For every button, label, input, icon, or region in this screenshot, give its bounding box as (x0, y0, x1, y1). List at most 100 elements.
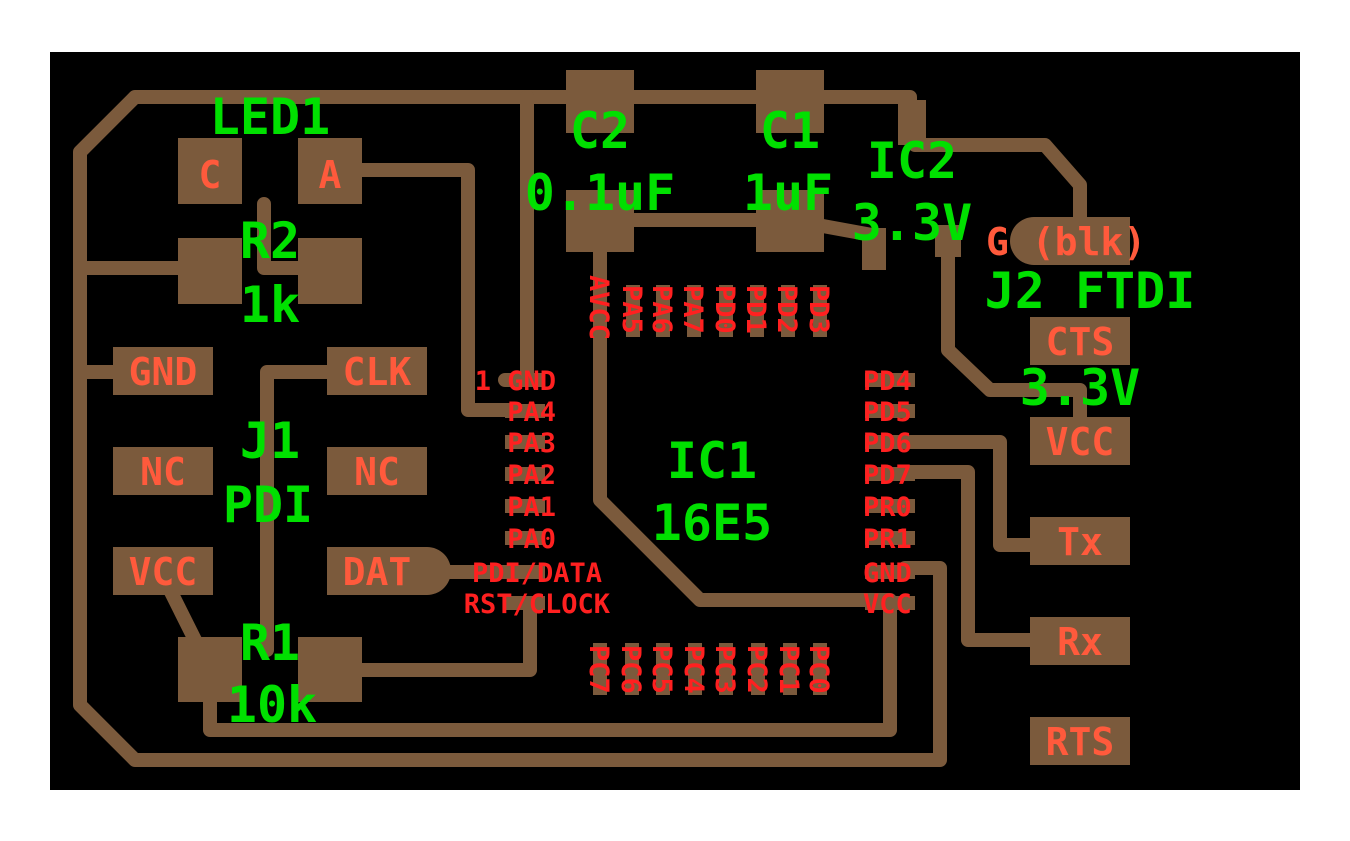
j2-pad (1030, 417, 1130, 465)
ic1-pin-pad (865, 435, 915, 449)
j1-pad-label: NC (354, 450, 400, 494)
j2-pad-label: Rx (1057, 620, 1103, 664)
j1-ref: J1 (240, 412, 300, 470)
ic1-pin-pad (505, 565, 545, 579)
ic1-pin-label-top: PD2 (771, 285, 802, 334)
ic1-pin-label-bottom: PC6 (615, 645, 646, 694)
trace-led-pa4 (323, 163, 517, 417)
r1-pad-1 (178, 637, 242, 702)
led1-pad-a (298, 138, 362, 204)
c2-pad-1 (566, 70, 634, 133)
ic1-pin-pad (751, 643, 765, 695)
ic1-pin-pad (505, 467, 545, 481)
ic1-pin-label-bottom: PC2 (741, 645, 772, 694)
ic1-pin-label-left: PA1 (507, 492, 556, 523)
ic1-pin-pad (656, 285, 670, 337)
j1-pad (327, 447, 427, 495)
ic1-pin-label-right: PD4 (863, 366, 912, 397)
trace-clk (260, 365, 347, 657)
r2-ref: R2 (240, 212, 300, 270)
ic1-pin-pad (505, 596, 545, 610)
ic2-pad-out (935, 225, 961, 257)
pads (113, 70, 1130, 765)
ic2-value: 3.3V (852, 194, 972, 252)
j1-pad (113, 347, 213, 395)
ic1-pin-label-right: PD5 (863, 397, 912, 428)
ic1-pin-pad (750, 285, 764, 337)
ic1-pin-label-top: PA7 (677, 285, 708, 334)
j2-pad-label: VCC (1046, 420, 1115, 464)
ic1-pin-label-top: PD3 (803, 285, 834, 334)
ic1-pin-pad (865, 467, 915, 481)
ic1-value: 16E5 (652, 494, 772, 552)
ic1-pin-label-top: AVCC (583, 275, 614, 340)
j2-pad-label: G (blk) (986, 220, 1146, 264)
r1-pad-2 (298, 637, 362, 702)
j1-pad-label: DAT (343, 550, 412, 594)
ic1-pin-pad (813, 285, 827, 337)
r2-pad-2 (298, 238, 362, 304)
trace-tx (903, 435, 1047, 552)
j1-pad-label: CLK (343, 350, 412, 394)
ic1-pin-label-left: 1 GND (475, 366, 556, 397)
trace-vcc-reg (941, 243, 1087, 427)
c2-pad-2 (566, 190, 634, 252)
ic1-pin-label-right: PR1 (863, 524, 912, 555)
j1-pad (113, 547, 213, 595)
ic1-pin-label-left: PDI/DATA (472, 558, 602, 589)
c1-pad-2 (756, 190, 824, 252)
ic1-pin-pad (865, 373, 915, 387)
ic1-pin-label-bottom: PC1 (773, 645, 804, 694)
ic1-pin-label-right: PR0 (863, 492, 912, 523)
ic1-pin-label-right: PD7 (863, 460, 912, 491)
ic1-pin-label-top: PD1 (740, 285, 771, 334)
j2-ref: J2 FTDI (985, 262, 1196, 320)
ic1-pin-label-bottom: PC4 (678, 645, 709, 694)
ic1-pin-pad (688, 643, 702, 695)
ic1-pin-pad (505, 435, 545, 449)
j2-pad (1030, 717, 1130, 765)
ic1-pin-label-right: GND (863, 558, 912, 589)
ic1-pin-label-left: RST/CLOCK (464, 589, 611, 620)
led1-cathode-label: C (199, 153, 222, 197)
ic1-pin-label-top: PA6 (646, 285, 677, 334)
ic1-pin-pad (625, 643, 639, 695)
j1-pad-label: GND (129, 350, 198, 394)
led1-pad-c (178, 138, 242, 204)
ic1-pin-pad (719, 643, 733, 695)
ic2-ref: IC2 (867, 132, 957, 190)
ic1-pin-label-left: PA0 (507, 524, 556, 555)
j1-pad-label: VCC (129, 550, 198, 594)
ic1-pin-pad (626, 285, 640, 337)
ic1-pin-label-bottom: PC3 (709, 645, 740, 694)
ic1-pin-label-top: PD0 (709, 285, 740, 334)
silkscreen: C2 0.1uF C1 1uF IC2 3.3V C A LED1 R2 1k … (199, 88, 1196, 734)
ic1-pin-label-left: PA2 (507, 460, 556, 491)
r2-pad-1 (178, 238, 242, 304)
ic1-ref: IC1 (667, 432, 757, 490)
j1-pad (113, 447, 213, 495)
ic1-pin-pad (781, 285, 795, 337)
ic1-pin-label-left: PA4 (507, 397, 556, 428)
ic1-pin-pad (505, 499, 545, 513)
ic1-pin-label-top: PA5 (616, 285, 647, 334)
ic1-pin-pad (505, 531, 545, 545)
j2-pad (1030, 517, 1130, 565)
ic1-pin-pad (687, 285, 701, 337)
trace-gnd-outer (73, 90, 947, 767)
ic1-pin-pad (719, 285, 733, 337)
ic1-pin-pad (865, 565, 915, 579)
ic1-pin-label-bottom: PC0 (803, 645, 834, 694)
ic2-pad-in (862, 228, 886, 270)
c2-ref: C2 (570, 102, 630, 160)
r1-ref: R1 (240, 614, 300, 672)
ic1-pin-label-right: PD6 (863, 428, 912, 459)
c1-ref: C1 (760, 102, 820, 160)
j1-pad (327, 347, 427, 395)
j2-pad-gnd (1010, 217, 1130, 265)
j2-pad-label: RTS (1046, 720, 1115, 764)
ic1-pin-pad (865, 531, 915, 545)
ic1-pin-label-bottom: PC5 (646, 645, 677, 694)
ic1-pin-pad (505, 373, 545, 387)
